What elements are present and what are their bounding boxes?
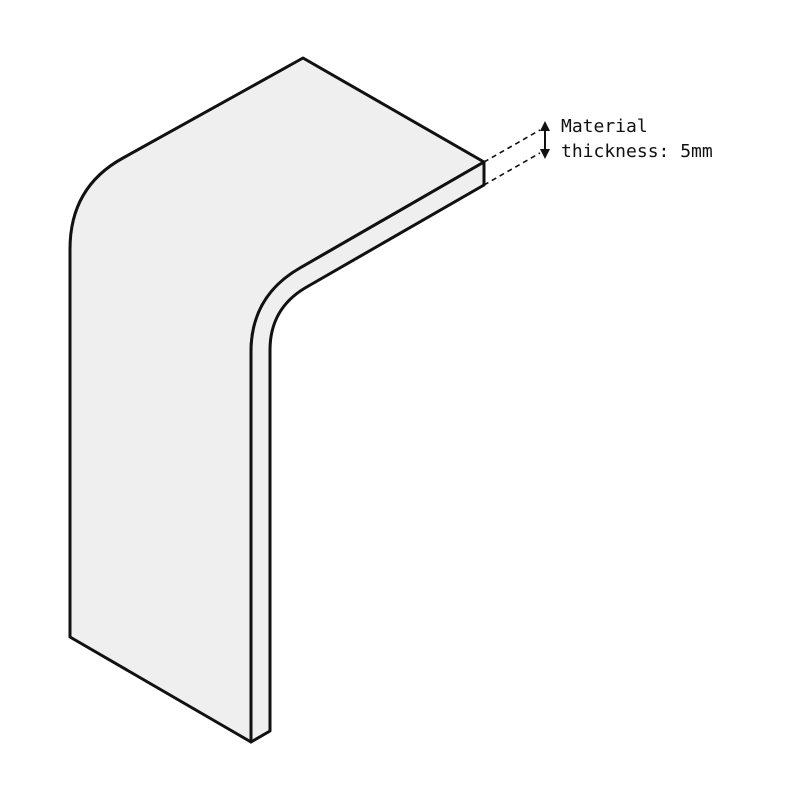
extension-line-bottom: [483, 152, 541, 186]
dimension-extension-lines: [483, 129, 541, 186]
annotation-line-2: thickness: 5mm: [561, 141, 713, 162]
sheet-outer-face: [68, 56, 486, 744]
arrow-head-down-icon: [540, 149, 550, 159]
extension-line-top: [483, 129, 541, 163]
annotation-line-1: Material: [561, 116, 648, 137]
thickness-dimension-arrow: [540, 121, 550, 159]
arrow-head-up-icon: [540, 121, 550, 131]
bent-sheet: [68, 56, 486, 744]
sheet-thickness-edge: [249, 160, 486, 744]
